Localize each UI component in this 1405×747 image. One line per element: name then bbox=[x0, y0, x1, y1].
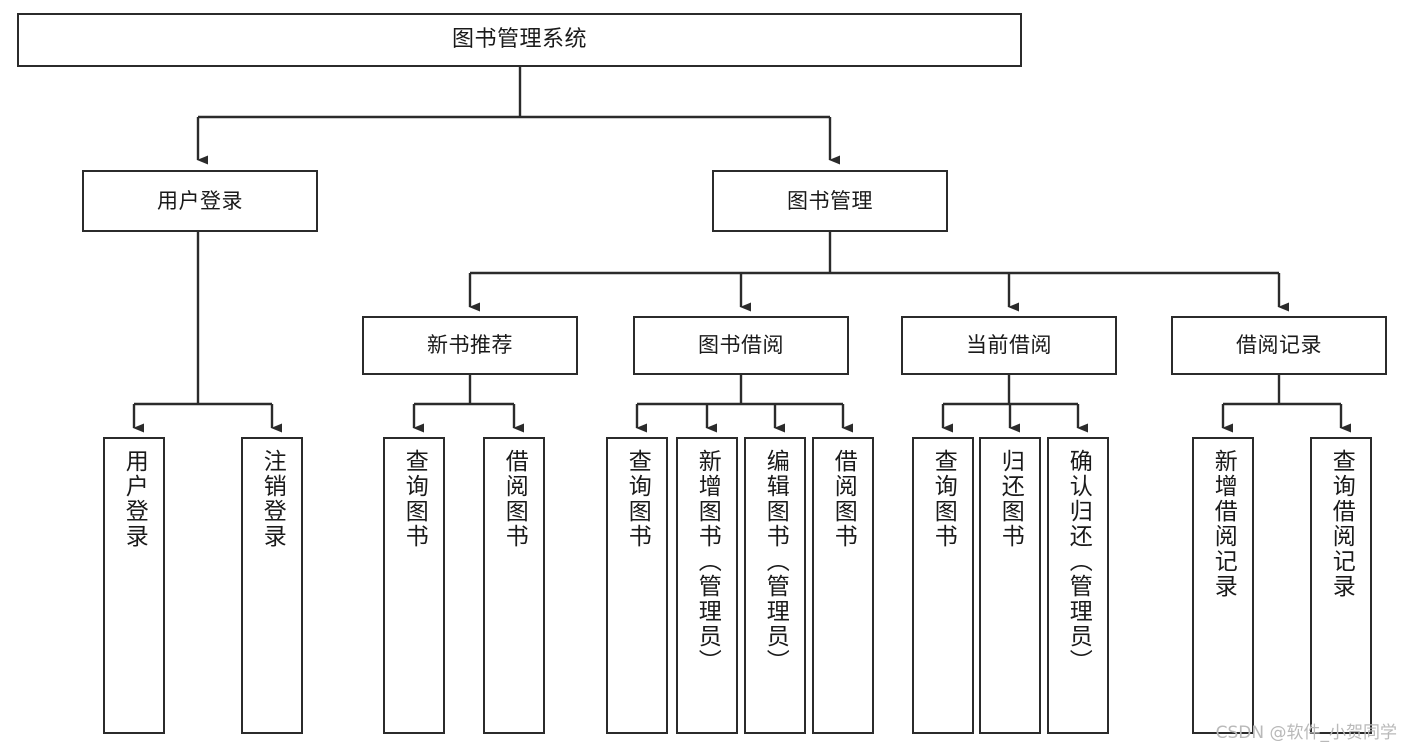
node-borrow-record[interactable]: 借阅记录 bbox=[1171, 316, 1387, 375]
node-label: 图书管理系统 bbox=[451, 27, 587, 53]
leaf-borrow-edit-book-admin[interactable]: 编辑图书（管理员） bbox=[744, 437, 806, 734]
leaf-borrow-add-book-admin[interactable]: 新增图书（管理员） bbox=[676, 437, 738, 734]
node-label: 图书借阅 bbox=[698, 333, 784, 358]
node-user-login[interactable]: 用户登录 bbox=[82, 170, 318, 232]
leaf-current-return-book[interactable]: 归还图书 bbox=[979, 437, 1041, 734]
leaf-user-login-logout[interactable]: 注销登录 bbox=[241, 437, 303, 734]
leaf-current-confirm-return-admin[interactable]: 确认归还（管理员） bbox=[1047, 437, 1109, 734]
leaf-recommend-query-book[interactable]: 查询图书 bbox=[383, 437, 445, 734]
node-label: 图书管理 bbox=[787, 188, 873, 213]
node-book-management[interactable]: 图书管理 bbox=[712, 170, 948, 232]
leaf-current-query-book[interactable]: 查询图书 bbox=[912, 437, 974, 734]
node-label: 新书推荐 bbox=[427, 333, 513, 358]
node-label: 当前借阅 bbox=[966, 333, 1052, 358]
node-label: 编辑图书（管理员） bbox=[762, 449, 789, 674]
node-label: 确认归还（管理员） bbox=[1065, 449, 1092, 674]
node-root-system[interactable]: 图书管理系统 bbox=[17, 13, 1022, 67]
node-label: 查询图书 bbox=[930, 449, 957, 549]
node-label: 归还图书 bbox=[997, 449, 1024, 549]
node-label: 新增图书（管理员） bbox=[694, 449, 721, 674]
node-label: 查询借阅记录 bbox=[1328, 449, 1355, 599]
node-label: 用户登录 bbox=[157, 188, 243, 213]
node-current-borrow[interactable]: 当前借阅 bbox=[901, 316, 1117, 375]
leaf-record-query-record[interactable]: 查询借阅记录 bbox=[1310, 437, 1372, 734]
node-label: 用户登录 bbox=[121, 449, 148, 549]
node-label: 注销登录 bbox=[259, 449, 286, 549]
node-new-book-recommend[interactable]: 新书推荐 bbox=[362, 316, 578, 375]
node-label: 借阅图书 bbox=[830, 449, 857, 549]
node-label: 借阅图书 bbox=[501, 449, 528, 549]
node-label: 查询图书 bbox=[401, 449, 428, 549]
leaf-recommend-borrow-book[interactable]: 借阅图书 bbox=[483, 437, 545, 734]
node-book-borrow[interactable]: 图书借阅 bbox=[633, 316, 849, 375]
leaf-record-add-record[interactable]: 新增借阅记录 bbox=[1192, 437, 1254, 734]
watermark-text: CSDN @软件_小贺同学 bbox=[1215, 723, 1397, 743]
node-label: 查询图书 bbox=[624, 449, 651, 549]
node-label: 借阅记录 bbox=[1236, 333, 1322, 358]
leaf-borrow-query-book[interactable]: 查询图书 bbox=[606, 437, 668, 734]
node-label: 新增借阅记录 bbox=[1210, 449, 1237, 599]
leaf-borrow-borrow-book[interactable]: 借阅图书 bbox=[812, 437, 874, 734]
leaf-user-login-login[interactable]: 用户登录 bbox=[103, 437, 165, 734]
